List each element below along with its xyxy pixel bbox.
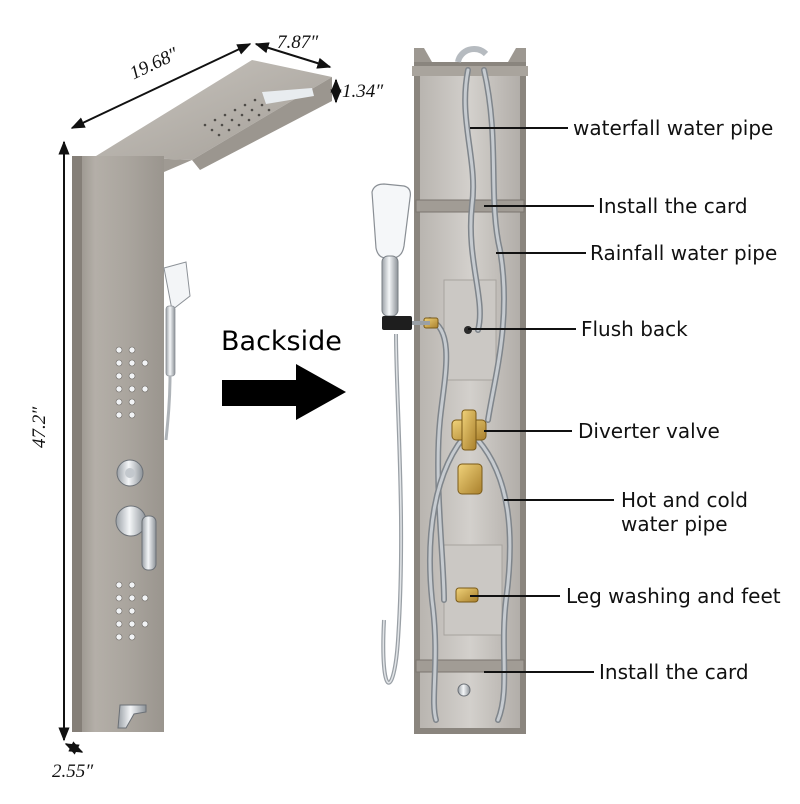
hoses: [426, 67, 513, 723]
waterfall-outlet: [262, 88, 314, 104]
callout-install-card-top: Install the card: [598, 194, 748, 218]
panel-depth-dimension-line: [64, 741, 84, 755]
front-view-panel: [72, 60, 332, 732]
depth-dimension-label: 7.87″: [277, 32, 319, 53]
callout-leader-lines: [468, 127, 614, 673]
top-tab-left: [414, 48, 432, 62]
top-tab-right: [508, 48, 526, 62]
hand-shower-holder: [382, 316, 412, 330]
front-hand-shower-head: [163, 261, 191, 311]
mixer-handle: [141, 515, 157, 571]
callout-waterfall-pipe: waterfall water pipe: [573, 116, 774, 140]
callout-flush-back: Flush back: [581, 317, 688, 341]
backside-label: Backside: [221, 326, 342, 357]
tub-spout: [117, 704, 147, 729]
width-dimension-line: [70, 43, 252, 129]
thickness-dimension-label: 1.34″: [342, 81, 384, 102]
body-jets-lower: [115, 581, 149, 641]
back-hand-shower: [371, 183, 430, 685]
callout-install-card-bottom: Install the card: [599, 660, 749, 684]
rain-head-front: [192, 77, 332, 170]
back-view-panel: [412, 45, 528, 734]
front-column-side: [72, 156, 82, 732]
dimension-lines: [58, 42, 342, 755]
install-card-bottom: [415, 659, 525, 673]
bottom-fitting: [457, 683, 471, 697]
diverter-knob-center: [125, 468, 135, 478]
height-dimension-label: 47.2″: [29, 406, 50, 448]
backside-arrow: [222, 364, 346, 420]
depth-dimension-line: [254, 42, 332, 69]
front-hose: [164, 375, 172, 441]
body-jets-upper: [115, 346, 149, 419]
diverter-valve: [423, 317, 487, 603]
front-hand-shower-handle: [165, 305, 176, 377]
top-elbow: [455, 45, 489, 63]
callout-hot-cold-pipe: Hot and cold water pipe: [621, 488, 748, 536]
callout-leg-washing: Leg washing and feet: [566, 584, 781, 608]
callout-diverter-valve: Diverter valve: [578, 419, 720, 443]
panel-depth-dimension-label: 2.55″: [52, 761, 94, 782]
callout-rainfall-pipe: Rainfall water pipe: [590, 241, 778, 265]
front-column: [72, 156, 164, 732]
